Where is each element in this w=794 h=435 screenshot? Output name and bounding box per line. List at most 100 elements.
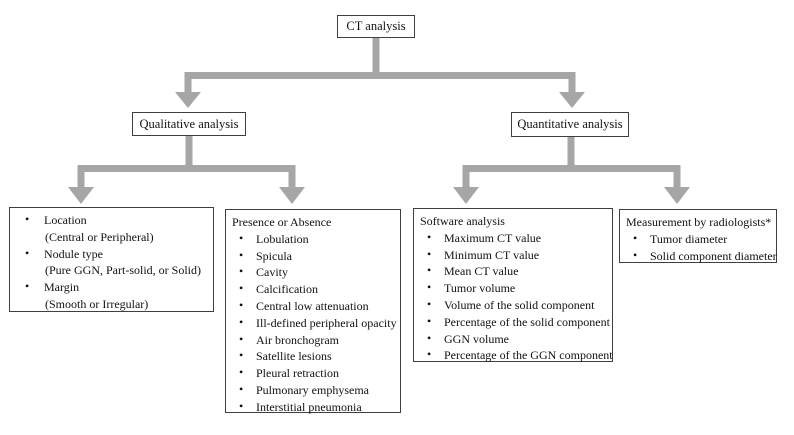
bullet-glyph: • xyxy=(239,230,244,245)
bullet-glyph: • xyxy=(239,331,244,346)
connector-drop-presence xyxy=(288,172,296,188)
bullet-glyph: • xyxy=(427,296,432,311)
connector-bar-quantitative xyxy=(462,165,681,172)
list-item: •Nodule type xyxy=(13,246,210,263)
list-item: • Central low attenuation xyxy=(229,298,397,315)
list-item: •Calcification xyxy=(229,281,397,298)
arrowhead-software xyxy=(453,187,479,204)
node-ct-analysis: CT analysis xyxy=(337,15,415,38)
bullet-glyph: • xyxy=(25,279,30,294)
list-item-text: Percentage of the GGN component xyxy=(444,348,613,363)
connector-stem-quantitative xyxy=(567,137,575,172)
list-item-text: Minimum CT value xyxy=(444,247,540,262)
list-item: •Interstitial pneumonia xyxy=(229,399,397,416)
leaf-box-header: Measurement by radiologists* xyxy=(626,215,772,229)
list-item-text: Tumor diameter xyxy=(650,231,728,246)
list-item-text: Percentage of the solid component xyxy=(444,314,610,329)
list-item-text: Mean CT value xyxy=(444,264,519,279)
bullet-glyph: • xyxy=(633,230,638,245)
list-item-text: Margin xyxy=(44,280,80,295)
list-item: • Tumor volume xyxy=(417,280,609,297)
list-item: • Volume of the solid component xyxy=(417,297,609,314)
list-item: • GGN volume xyxy=(417,331,609,348)
bullet-glyph: • xyxy=(239,381,244,396)
connector-bar-level1 xyxy=(184,72,576,79)
list-item: • Minimum CT value xyxy=(417,247,609,264)
list-item-text: GGN volume xyxy=(444,331,509,346)
list-item: • Cavity xyxy=(229,264,397,281)
connector-drop-quantitative xyxy=(568,79,576,93)
connector-stem-qualitative xyxy=(185,136,193,172)
list-item: • Spicula xyxy=(229,248,397,265)
arrowhead-qualitative xyxy=(175,92,201,108)
list-item: • Margin xyxy=(13,279,210,296)
list-item: • Pulmonary emphysema xyxy=(229,382,397,399)
bullet-glyph: • xyxy=(239,264,244,279)
list-item-text: Spicula xyxy=(256,248,292,263)
connector-drop-descriptors xyxy=(77,172,85,188)
bullet-glyph: • xyxy=(427,313,432,328)
bullet-glyph: • xyxy=(239,281,244,296)
list-subitem: (Smooth or Irregular) xyxy=(13,296,210,313)
list-item-text: Central low attenuation xyxy=(256,298,369,313)
list-item-text: Satellite lesions xyxy=(256,349,332,364)
arrowhead-measurement xyxy=(664,187,690,204)
list-subitem: (Pure GGN, Part-solid, or Solid) xyxy=(13,262,210,279)
connector-drop-measurement xyxy=(673,172,681,188)
list-item-text: (Central or Peripheral) xyxy=(45,229,154,244)
list-item: • Satellite lesions xyxy=(229,348,397,365)
list-item-text: Volume of the solid component xyxy=(444,297,595,312)
list-item-text: Air bronchogram xyxy=(256,332,339,347)
bullet-glyph: • xyxy=(427,263,432,278)
bullet-glyph: • xyxy=(239,365,244,380)
bullet-glyph: • xyxy=(427,246,432,261)
list-item: • Tumor diameter xyxy=(623,231,773,248)
list-item-text: (Smooth or Irregular) xyxy=(45,296,149,311)
bullet-glyph: • xyxy=(239,348,244,363)
leaf-box-qualitative-descriptors: • Location (Central or Peripheral) •Nodul… xyxy=(9,207,214,312)
bullet-glyph: • xyxy=(427,280,432,295)
list-item: •Solid component diameter xyxy=(623,247,777,265)
connector-drop-qualitative xyxy=(184,79,192,93)
list-item: • Pleural retraction xyxy=(229,365,397,382)
list-item-text: Pleural retraction xyxy=(256,366,339,381)
list-item-text: Tumor volume xyxy=(444,281,516,296)
list-item: • Air bronchogram xyxy=(229,332,397,349)
list-item-text: Maximum CT value xyxy=(444,230,542,245)
arrowhead-presence xyxy=(279,187,305,204)
leaf-box-header: Presence or Absence xyxy=(232,215,332,229)
list-item-text: Cavity xyxy=(256,265,288,280)
list-item: • Percentage of the GGN component xyxy=(417,347,613,364)
bullet-glyph: • xyxy=(239,314,244,329)
arrowhead-descriptors xyxy=(68,187,94,204)
list-subitem: (Central or Peripheral) xyxy=(13,229,210,246)
bullet-glyph: • xyxy=(239,247,244,262)
leaf-box-header: Software analysis xyxy=(420,214,505,228)
list-item: •Ill-defined peripheral opacity xyxy=(229,315,397,332)
connector-bar-qualitative xyxy=(77,165,296,172)
bullet-glyph: • xyxy=(25,212,30,226)
leaf-box-measurement-by-radiologists: Measurement by radiologists* • Tumor diam… xyxy=(619,209,777,263)
list-item-text: (Pure GGN, Part-solid, or Solid) xyxy=(45,263,201,278)
list-item-text: Interstitial pneumonia xyxy=(256,399,362,414)
list-item: •Lobulation xyxy=(229,231,397,248)
node-quantitative-analysis: Quantitative analysis xyxy=(511,112,629,137)
list-item: • Mean CT value xyxy=(417,263,609,280)
list-item-text: Location xyxy=(44,213,87,227)
list-item: • Location xyxy=(13,212,210,229)
list-item-text: Pulmonary emphysema xyxy=(256,382,369,397)
connector-drop-software xyxy=(462,172,470,188)
bullet-glyph: • xyxy=(427,330,432,345)
connector-stem-root xyxy=(372,37,380,73)
bullet-glyph: • xyxy=(427,347,432,362)
bullet-glyph: • xyxy=(239,297,244,312)
list-item: • Percentage of the solid component xyxy=(417,313,610,331)
node-qualitative-analysis: Qualitative analysis xyxy=(132,112,246,136)
bullet-glyph: • xyxy=(25,245,30,260)
leaf-box-presence-or-absence: Presence or Absence •Lobulation • Spicula… xyxy=(225,209,401,416)
arrowhead-quantitative xyxy=(559,92,585,108)
list-item: •Maximum CT value xyxy=(417,230,609,247)
bullet-glyph: • xyxy=(633,247,638,262)
